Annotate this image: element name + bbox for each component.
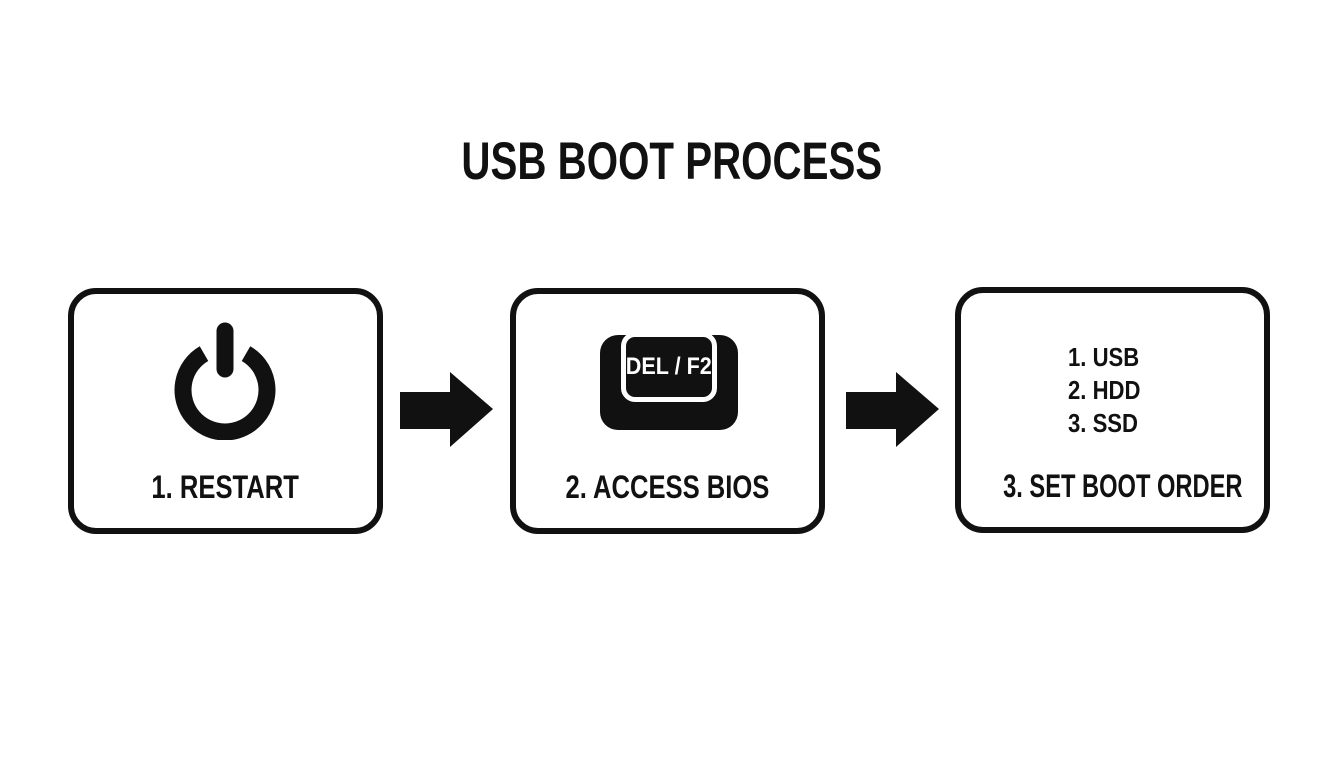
arrow-right-icon: [400, 372, 493, 447]
step-box-set-boot-order: 1. USB 2. HDD 3. SSD 3. SET BOOT ORDER: [955, 287, 1270, 533]
power-icon: [174, 322, 276, 440]
keyboard-key-icon: DEL / F2: [600, 332, 738, 430]
keycap-label: DEL / F2: [625, 353, 713, 380]
step-label-restart: 1. RESTART: [74, 471, 377, 503]
boot-order-item: 2. HDD: [1068, 374, 1153, 407]
boot-order-item-text: 3. SSD: [1068, 408, 1139, 438]
step-label-access-bios-text: 2. ACCESS BIOS: [565, 469, 770, 505]
boot-order-item-text: 2. HDD: [1068, 375, 1141, 405]
boot-order-item: 1. USB: [1068, 341, 1153, 374]
diagram-title-text: USB BOOT PROCESS: [461, 132, 883, 191]
arrow-right-icon: [846, 372, 939, 447]
boot-order-item: 3. SSD: [1068, 407, 1153, 440]
boot-order-item-text: 1. USB: [1068, 342, 1140, 372]
keyboard-keycap: DEL / F2: [621, 332, 717, 402]
step-label-set-boot-order-text: 3. SET BOOT ORDER: [1003, 468, 1243, 504]
step-box-restart: 1. RESTART: [68, 288, 383, 534]
step-label-set-boot-order: 3. SET BOOT ORDER: [961, 470, 1264, 502]
step-label-access-bios: 2. ACCESS BIOS: [516, 471, 819, 503]
step-label-restart-text: 1. RESTART: [151, 469, 300, 505]
boot-order-list: 1. USB 2. HDD 3. SSD: [1068, 341, 1153, 440]
diagram-title: USB BOOT PROCESS: [0, 135, 1344, 188]
step-box-access-bios: DEL / F2 2. ACCESS BIOS: [510, 288, 825, 534]
